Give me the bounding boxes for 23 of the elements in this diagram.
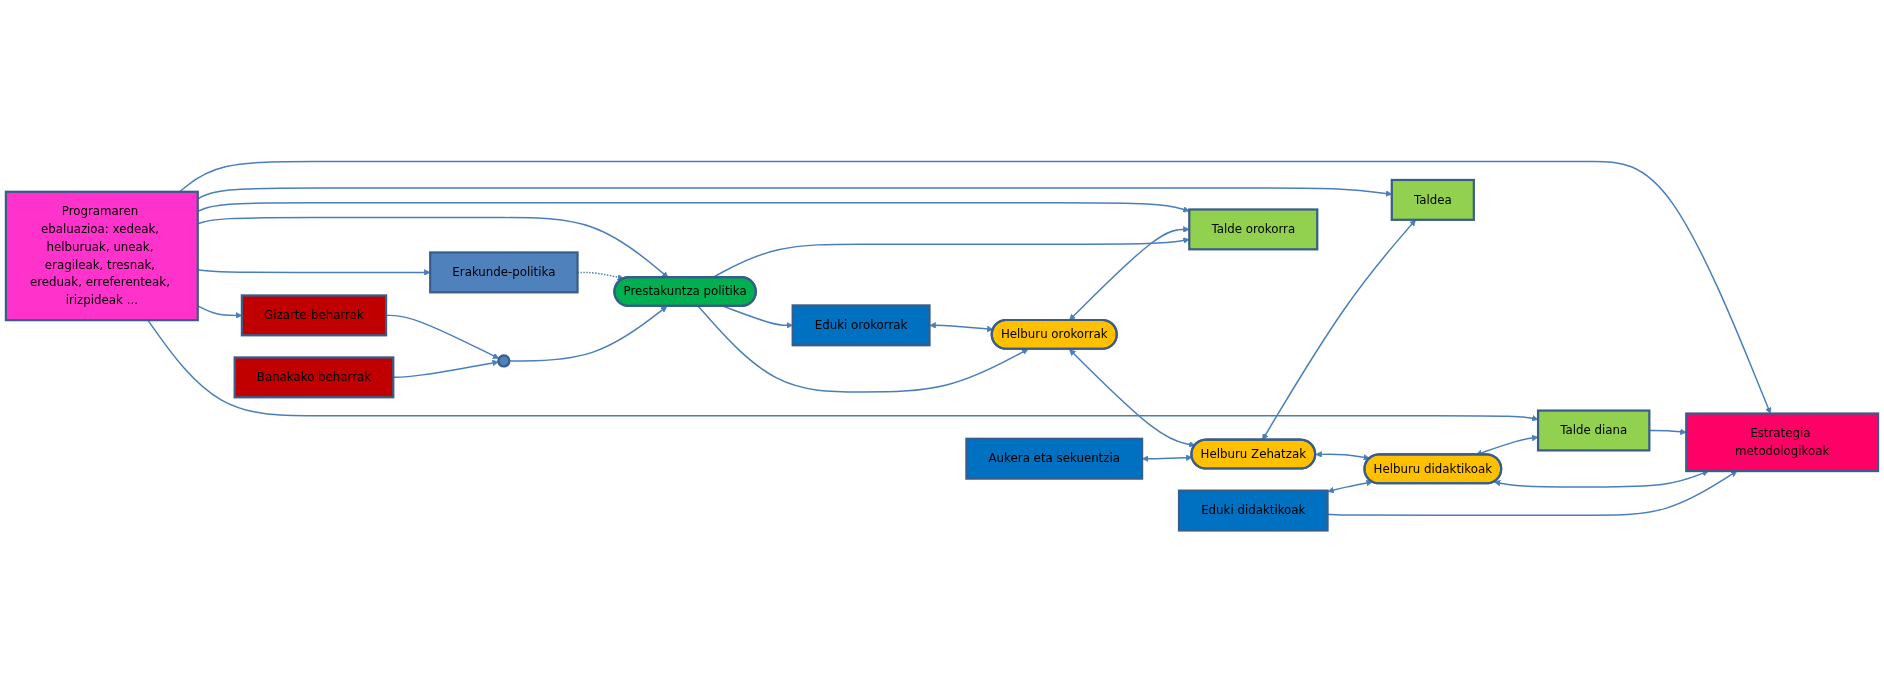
node-box: Talde diana [1536,409,1651,452]
node-box: Programaren ebaluazioa: xedeak, helburuak, uneak, eragileak, tresnak, ereduak, erreferenteak, irizpideak ... [4,190,199,322]
node-box: Taldea [1390,178,1475,221]
arrow [929,322,994,333]
node-box: Talde orokorra [1188,208,1319,251]
node-box: Gizarte-beharrak [240,294,388,337]
arrow [197,202,1190,213]
node-box: Eduki orokorrak [791,304,931,347]
arrow [197,216,669,278]
arrow [1315,451,1370,461]
arrow [197,269,431,276]
node-box: Aukera eta sekuentzia [965,437,1144,480]
arrow [697,305,1029,393]
arrow [147,319,1539,422]
node-box: Erakunde-politika [429,251,579,294]
arrow [1069,349,1196,448]
node-box: Eduki didaktikoak [1177,489,1329,532]
arrow [508,306,668,362]
node-box: Banakako beharrak [233,356,395,399]
arrow [1327,479,1373,494]
node-box: Estrategia metodologikoak [1685,412,1880,473]
arrow [1142,454,1193,462]
node-circle [497,354,511,368]
